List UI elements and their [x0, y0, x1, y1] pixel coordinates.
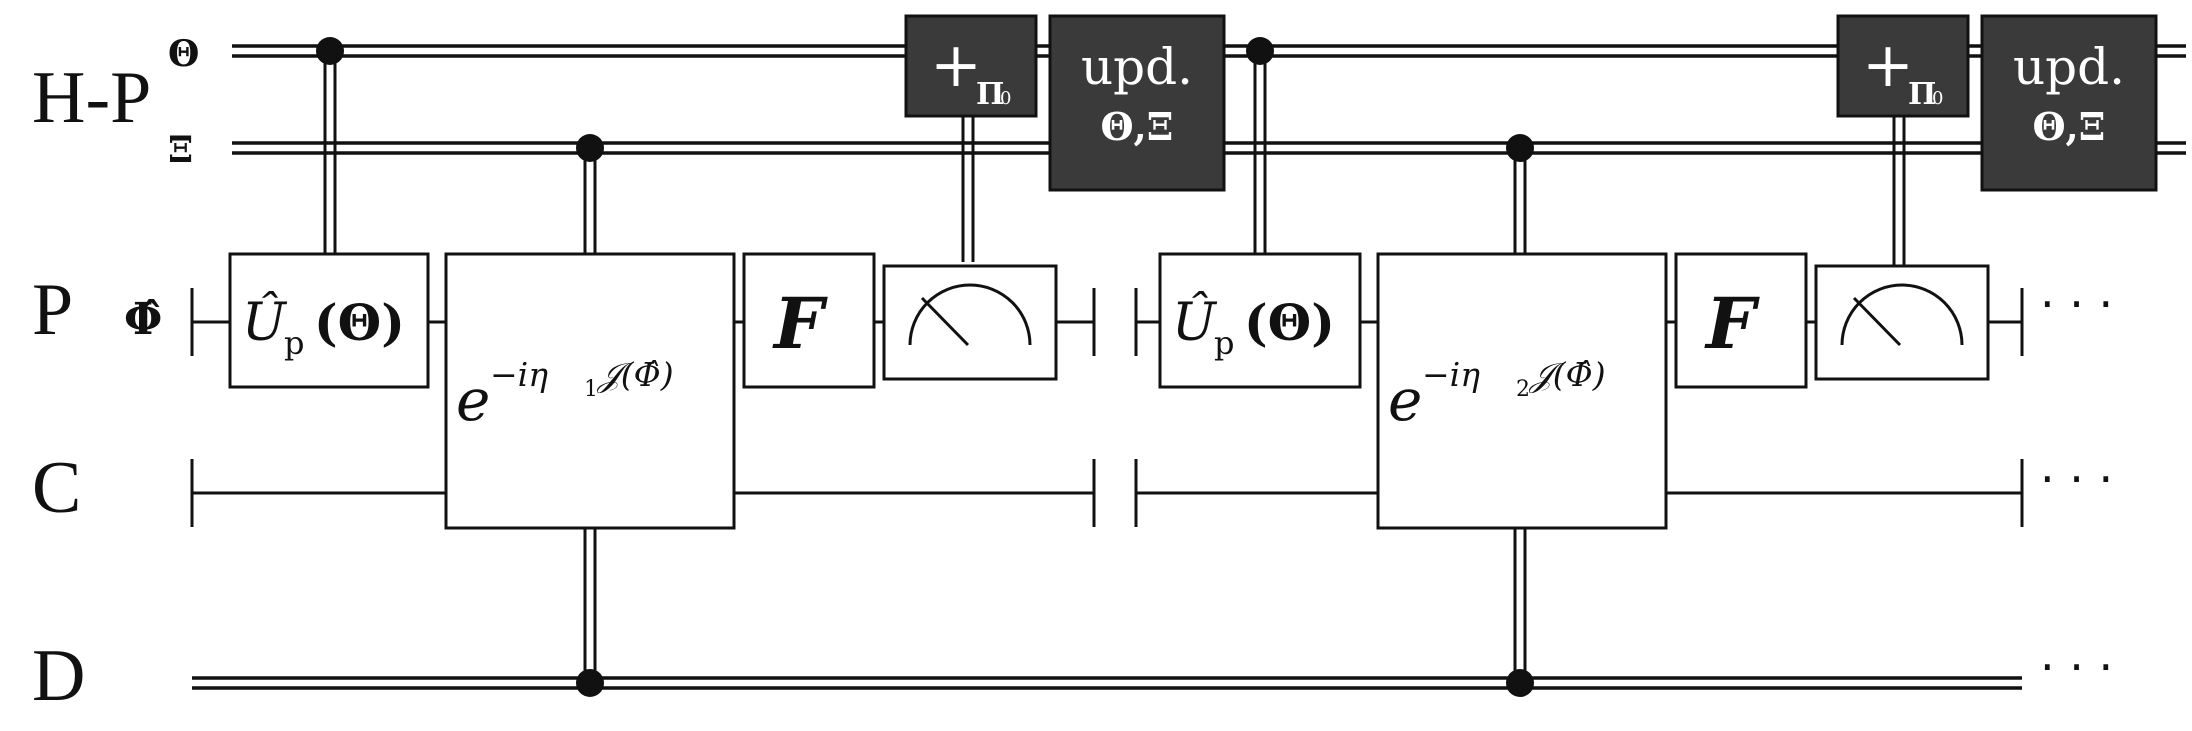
- gate-up-sub: p: [284, 324, 304, 362]
- gate-exp-post: 𝒥(Φ̂): [596, 355, 674, 394]
- control-dots: [316, 37, 1534, 697]
- gate-exp-e: e: [456, 366, 490, 434]
- ellipsis-d: · · ·: [2040, 640, 2113, 694]
- measurement-2: [1814, 264, 1990, 381]
- wire-c: [190, 459, 2024, 527]
- row-label-p: P: [32, 269, 73, 351]
- gate-plus-sub-index: 0: [1932, 88, 1943, 109]
- control-dot-xi-2: [1506, 134, 1534, 162]
- row-label-phi: Φ̂: [124, 294, 162, 345]
- ellipsis-p: · · ·: [2040, 277, 2113, 331]
- gate-exp-pre: −iη: [490, 355, 548, 394]
- gate-plus-sign: +: [1862, 28, 1914, 101]
- wire-d: [192, 676, 2022, 690]
- gate-up-sub: p: [1214, 324, 1234, 362]
- row-labels: H-P Θ Ξ P Φ̂ C D: [32, 33, 199, 717]
- continuation-ellipses: · · · · · · · · ·: [2040, 277, 2113, 694]
- gate-f-label: F: [772, 282, 828, 365]
- gate-plus-pi0-2: + Π 0: [1836, 14, 1970, 118]
- row-label-hp: H-P: [32, 57, 151, 139]
- update-params: Θ,Ξ: [2032, 104, 2105, 149]
- row-label-theta: Θ: [168, 33, 199, 75]
- gate-up-theta-2: Û p (Θ): [1158, 252, 1362, 389]
- gate-f-2: F: [1674, 252, 1808, 389]
- circuit-block-1: Û p (Θ) e −iη 1 𝒥(Φ̂) F + Π 0: [228, 14, 1226, 530]
- control-connectors: [323, 52, 1906, 683]
- gate-exp-index: 1: [584, 377, 598, 402]
- gate-exp-index: 2: [1516, 377, 1530, 402]
- row-label-c: C: [32, 447, 81, 529]
- measurement-1: [882, 264, 1058, 381]
- control-dot-theta-2: [1246, 37, 1274, 65]
- update-params: Θ,Ξ: [1100, 104, 1173, 149]
- control-dot-theta-1: [316, 37, 344, 65]
- gate-f-1: F: [742, 252, 876, 389]
- circuit-block-2: Û p (Θ) e −iη 2 𝒥(Φ̂) F + Π 0 upd.: [1158, 14, 2158, 530]
- gate-plus-pi0-1: + Π 0: [904, 14, 1038, 118]
- gate-exp-2: e −iη 2 𝒥(Φ̂): [1376, 252, 1668, 530]
- gate-plus-sub: Π: [1908, 77, 1936, 112]
- gate-up-arg: (Θ): [1244, 293, 1335, 352]
- gate-f-label: F: [1704, 282, 1760, 365]
- gate-update-2: upd. Θ,Ξ: [1980, 14, 2158, 192]
- gate-update-1: upd. Θ,Ξ: [1048, 14, 1226, 192]
- row-label-xi: Ξ: [168, 129, 193, 171]
- gate-up-arg: (Θ): [314, 293, 405, 352]
- row-label-d: D: [32, 635, 85, 717]
- gate-up-u: Û: [242, 291, 288, 353]
- gate-exp-pre: −iη: [1422, 355, 1480, 394]
- gate-plus-sub: Π: [976, 77, 1004, 112]
- gate-plus-sub-index: 0: [1000, 88, 1011, 109]
- wire-p: [190, 288, 2024, 356]
- control-dot-xi-1: [576, 134, 604, 162]
- control-dot-d-1: [576, 669, 604, 697]
- control-dot-d-2: [1506, 669, 1534, 697]
- update-label: upd.: [2013, 38, 2125, 96]
- gate-exp-e: e: [1388, 366, 1422, 434]
- update-label: upd.: [1081, 38, 1193, 96]
- gate-up-u: Û: [1172, 291, 1218, 353]
- gate-exp-post: 𝒥(Φ̂): [1528, 355, 1606, 394]
- gate-up-theta-1: Û p (Θ): [228, 252, 430, 389]
- ellipsis-c: · · ·: [2040, 452, 2113, 506]
- gate-exp-1: e −iη 1 𝒥(Φ̂): [444, 252, 736, 530]
- gate-plus-sign: +: [930, 28, 982, 101]
